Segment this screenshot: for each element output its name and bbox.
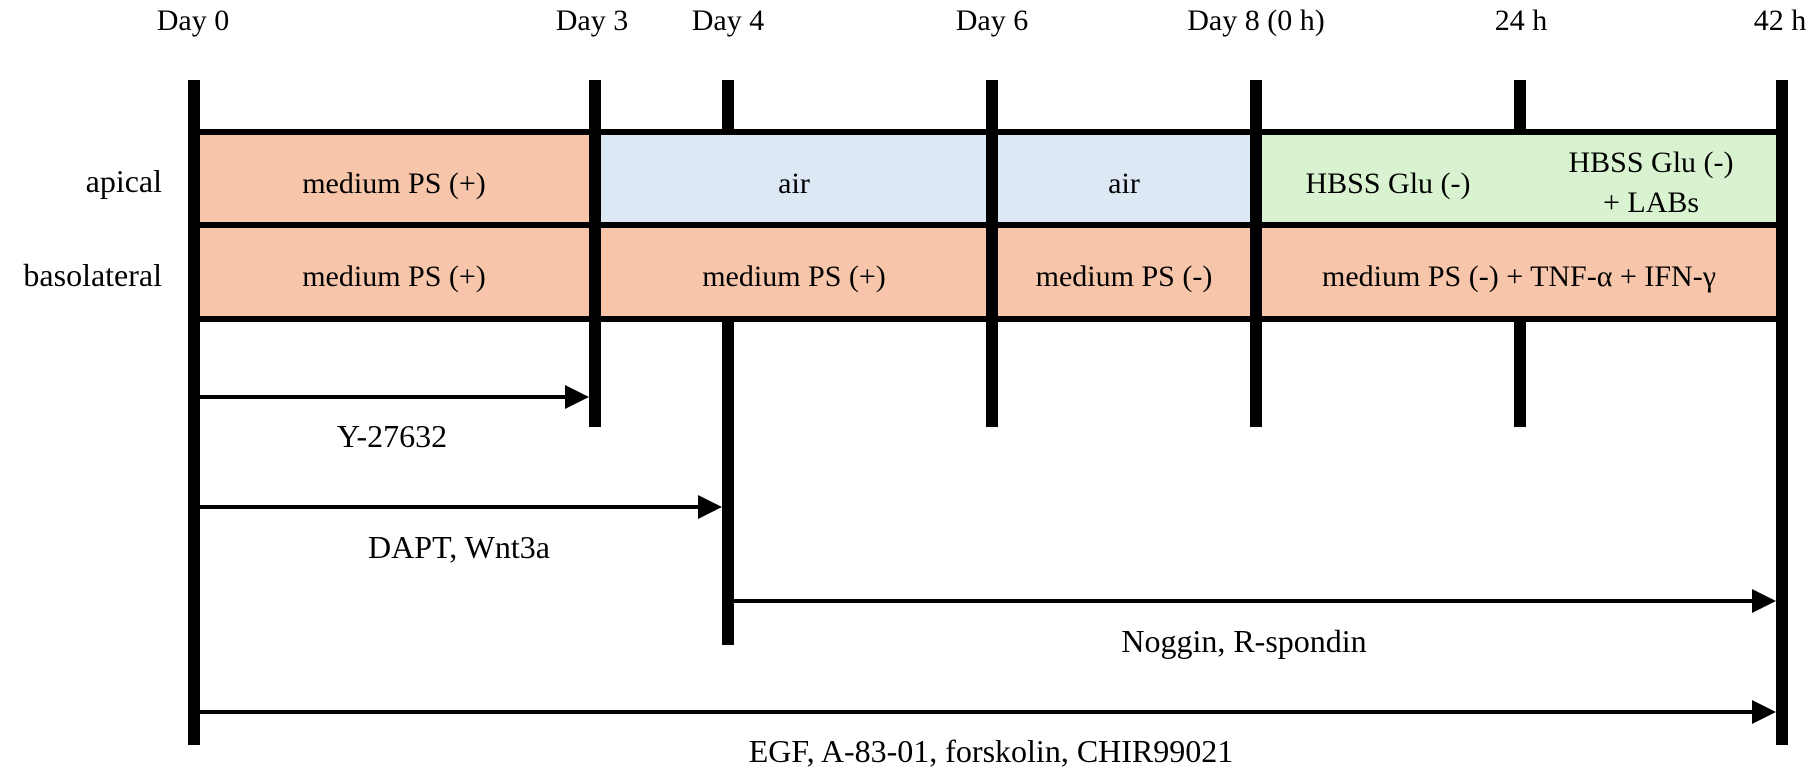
- apical-cell-air-1: [595, 132, 992, 225]
- treatment-label-y27632: Y-27632: [337, 418, 447, 454]
- treatment-label-dapt: DAPT, Wnt3a: [368, 529, 550, 565]
- timepoint-24h: 24 h: [1495, 4, 1548, 37]
- basolateral-row: [194, 225, 1782, 319]
- timepoint-day-6: Day 6: [956, 4, 1028, 37]
- apical-cell-hbss-labs: [1520, 132, 1782, 225]
- arrow-y27632-head: [565, 385, 589, 409]
- apical-row: [194, 132, 1782, 225]
- basolateral-cell-cytokines: [1256, 225, 1782, 319]
- treatment-label-noggin: Noggin, R-spondin: [1121, 623, 1366, 659]
- apical-text-hbss-labs-line2: + LABs: [1603, 186, 1699, 219]
- basolateral-cell-medium-ps-minus: [992, 225, 1256, 319]
- basolateral-text-medium-ps-minus: medium PS (-): [1036, 260, 1213, 293]
- apical-cell-hbss: [1256, 132, 1520, 225]
- row-label-apical: apical: [86, 163, 163, 199]
- apical-text-hbss: HBSS Glu (-): [1305, 167, 1470, 200]
- timepoint-day-4: Day 4: [692, 4, 764, 37]
- apical-text-hbss-labs-line1: HBSS Glu (-): [1568, 146, 1733, 179]
- arrow-noggin-head: [1752, 589, 1776, 613]
- basolateral-cell-medium-ps-plus-2: [595, 225, 992, 319]
- treatment-arrows: [200, 395, 1757, 714]
- time-markers: [188, 80, 1788, 745]
- cell-labels: medium PS (+) air air HBSS Glu (-) HBSS …: [302, 146, 1733, 293]
- timepoint-42h: 42 h: [1754, 4, 1807, 37]
- basolateral-text-medium-ps-plus-1: medium PS (+): [302, 260, 486, 293]
- apical-text-medium-ps-plus: medium PS (+): [302, 167, 486, 200]
- basolateral-text-medium-ps-plus-2: medium PS (+): [702, 260, 886, 293]
- row-label-basolateral: basolateral: [23, 257, 162, 293]
- treatment-label-egf: EGF, A-83-01, forskolin, CHIR99021: [749, 733, 1234, 769]
- arrow-egf-head: [1752, 700, 1776, 724]
- apical-text-air-2: air: [1108, 167, 1140, 200]
- treatment-labels: Y-27632 DAPT, Wnt3a Noggin, R-spondin EG…: [337, 418, 1367, 769]
- basolateral-cell-medium-ps-plus-1: [194, 225, 595, 319]
- arrow-heads: [565, 385, 1776, 724]
- arrow-dapt-head: [698, 495, 722, 519]
- timepoint-day-0: Day 0: [157, 4, 229, 37]
- apical-cell-air-2: [992, 132, 1256, 225]
- timepoint-day-3: Day 3: [556, 4, 628, 37]
- apical-text-air-1: air: [778, 167, 810, 200]
- apical-cell-medium-ps-plus: [194, 132, 595, 225]
- basolateral-text-cytokines: medium PS (-) + TNF-α + IFN-γ: [1322, 260, 1716, 293]
- timepoint-day-8: Day 8 (0 h): [1187, 4, 1324, 37]
- timepoint-labels: Day 0 Day 3 Day 4 Day 6 Day 8 (0 h) 24 h…: [157, 4, 1806, 37]
